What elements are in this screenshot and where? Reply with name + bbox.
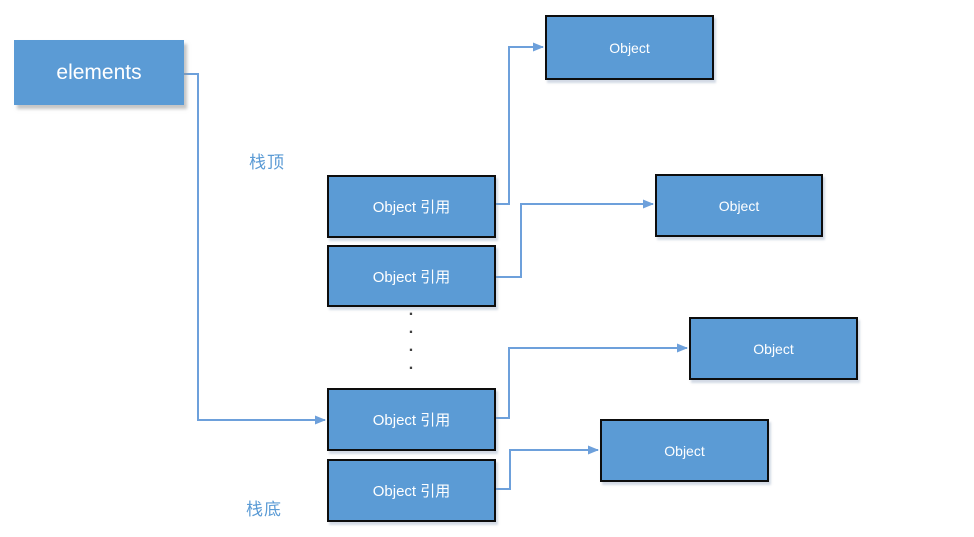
- object-label: Object: [753, 340, 794, 357]
- object-ref-box-1: Object 引用: [327, 175, 496, 238]
- object-ref-label: Object 引用: [372, 483, 451, 500]
- stack-bottom-label: 栈底: [246, 500, 282, 519]
- object-label: Object: [609, 39, 650, 56]
- object-ref-label: Object 引用: [372, 412, 451, 429]
- connector-elements-to-ref3: [184, 73, 326, 425]
- ellipsis-dot: .: [408, 338, 414, 355]
- connector-ref1-to-object1: [496, 42, 544, 205]
- object-ref-box-3: Object 引用: [327, 388, 496, 451]
- object-ref-label: Object 引用: [372, 199, 451, 216]
- object-ref-label: Object 引用: [372, 268, 451, 286]
- object-box-2: Object: [655, 174, 823, 237]
- elements-array-label: elements: [56, 60, 142, 84]
- object-box-3: Object: [689, 317, 858, 380]
- object-label: Object: [664, 442, 705, 459]
- ellipsis-dot: .: [408, 320, 414, 337]
- object-ref-box-4: Object 引用: [327, 459, 496, 522]
- ellipsis-dot: .: [408, 302, 414, 319]
- object-ref-box-2: Object 引用: [327, 245, 496, 307]
- object-label: Object: [718, 197, 760, 214]
- ellipsis-dot: .: [408, 356, 414, 373]
- object-box-1: Object: [545, 15, 714, 80]
- stack-top-label: 栈顶: [249, 153, 285, 172]
- connector-ref4-to-object4: [496, 445, 599, 490]
- object-box-4: Object: [600, 419, 769, 482]
- connector-ref2-to-object2: [496, 199, 654, 278]
- elements-array-box: elements: [14, 40, 184, 105]
- connector-ref3-to-object3: [496, 343, 688, 419]
